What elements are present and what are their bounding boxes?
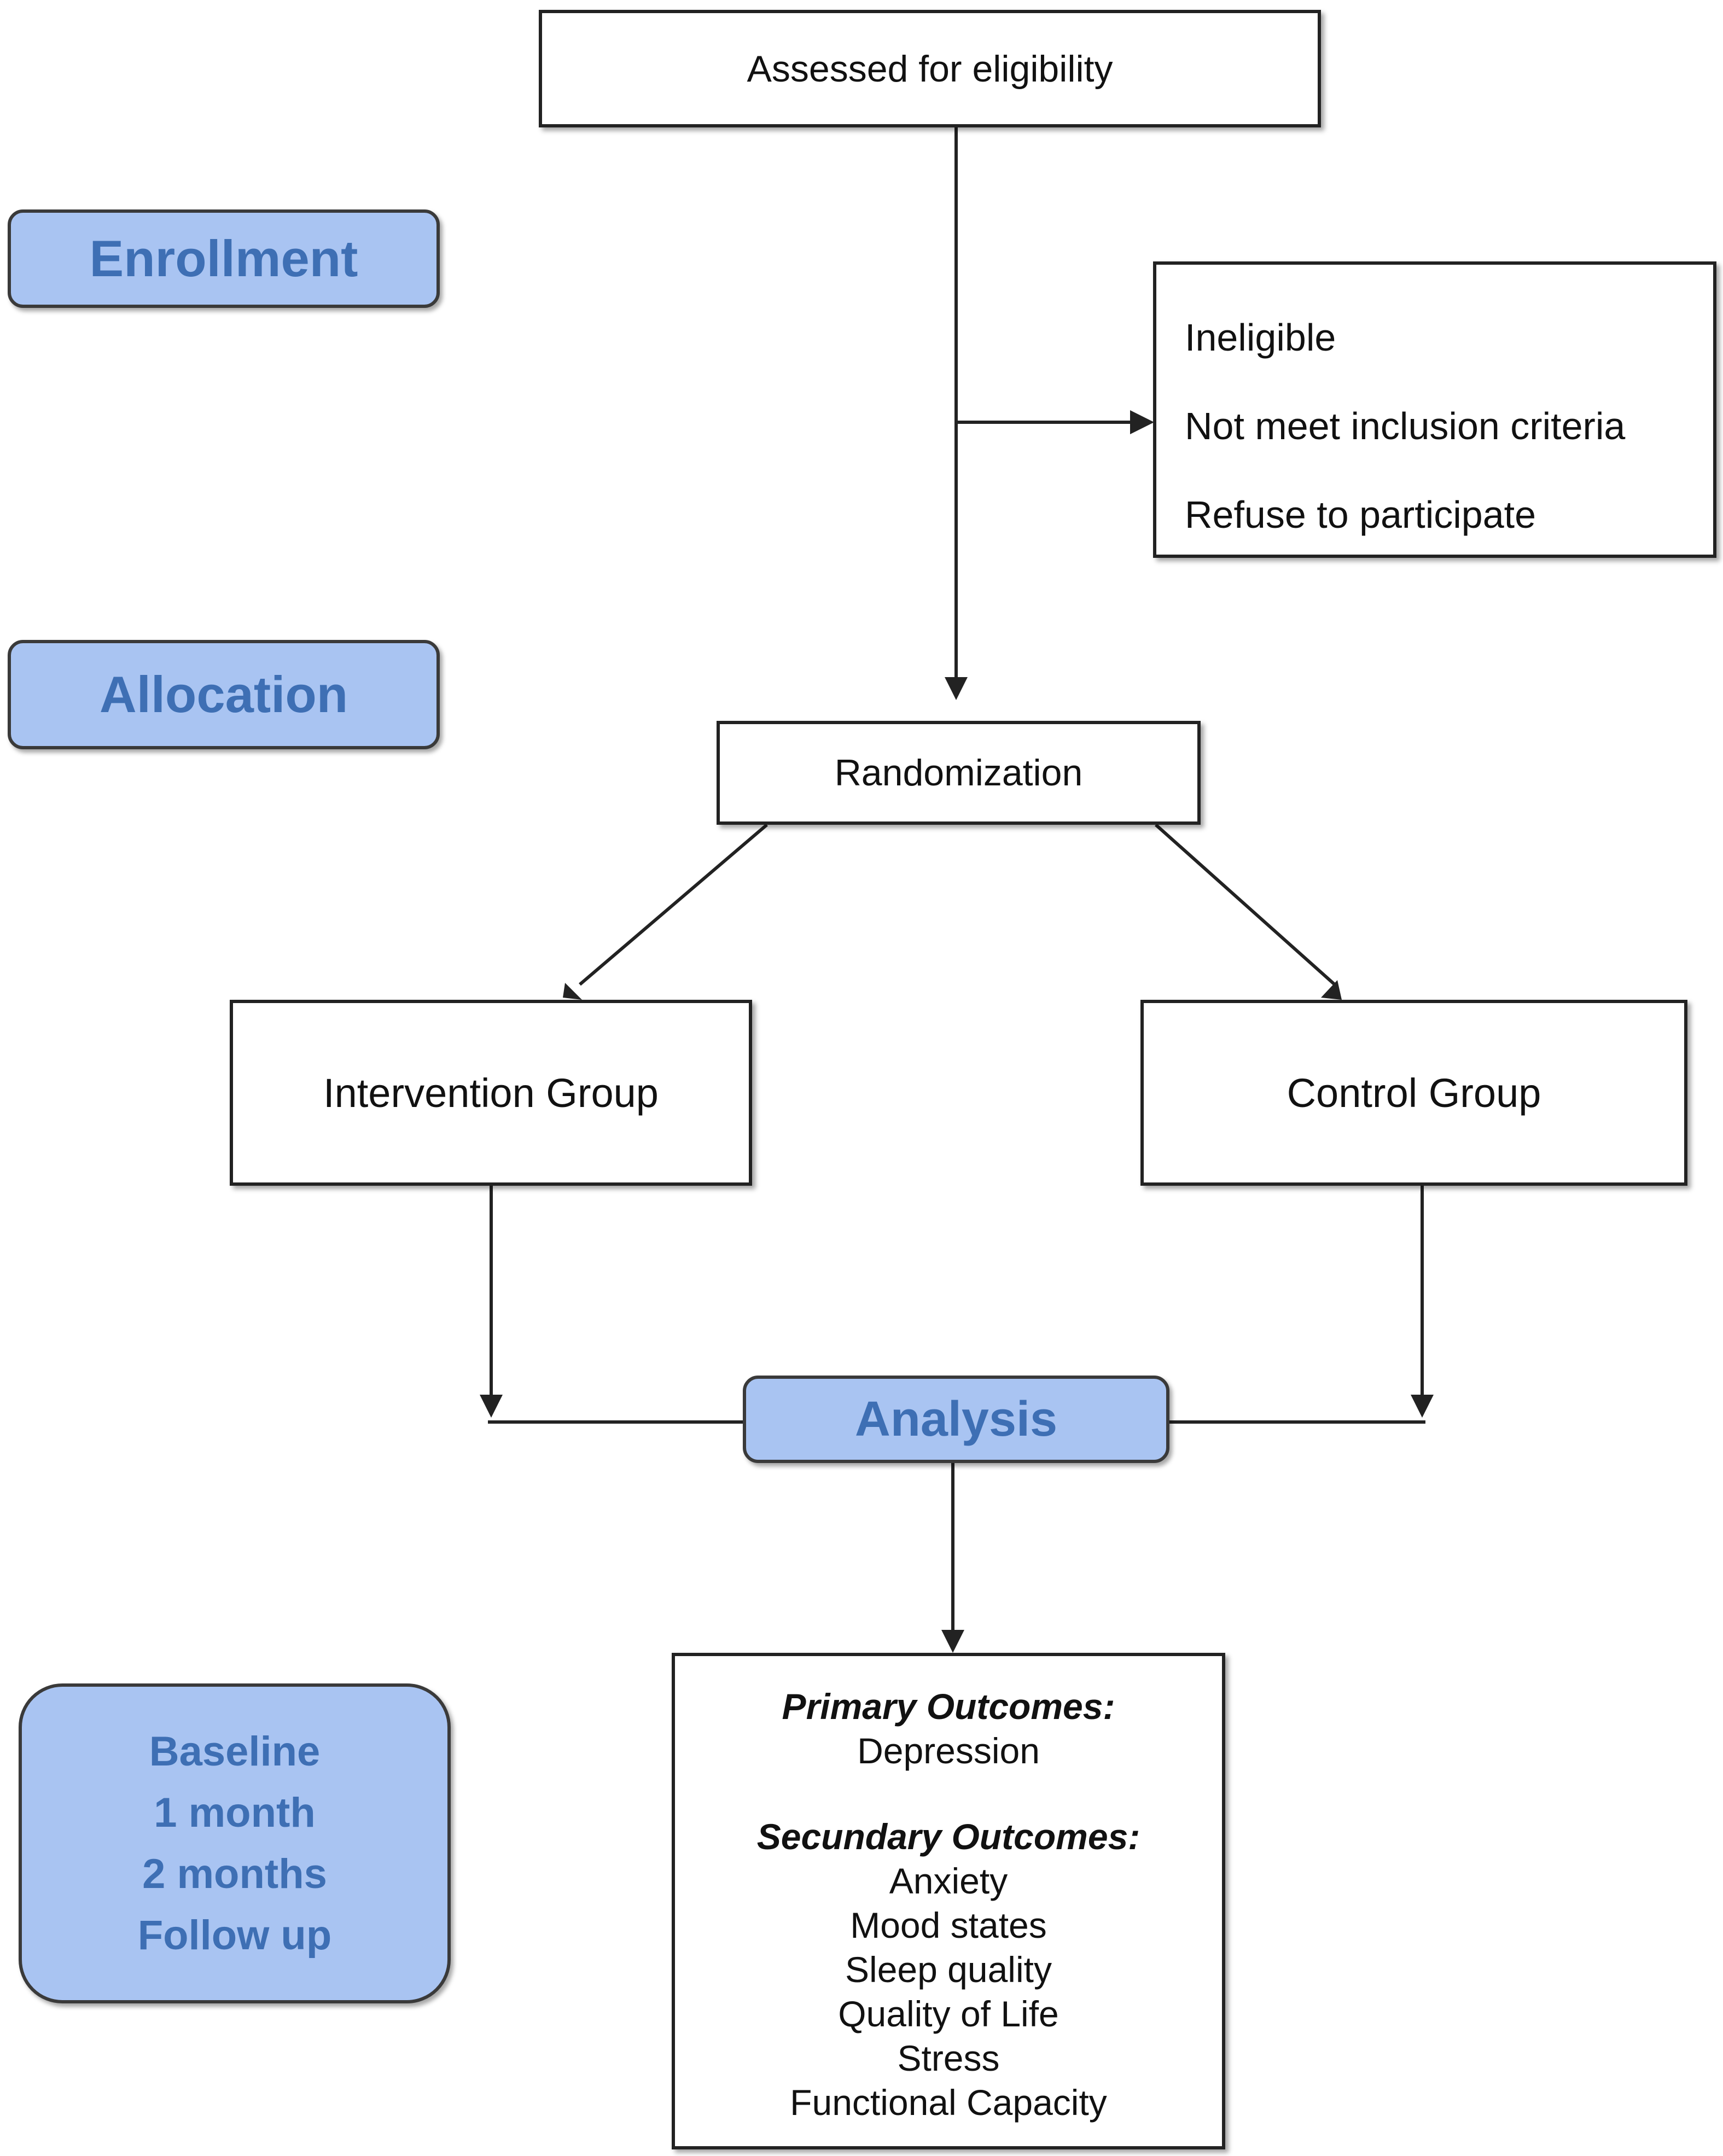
secondary-outcome-item: Stress <box>897 2038 1000 2078</box>
timepoint-2-months: 2 months <box>142 1850 327 1897</box>
excluded-box: Ineligible Not meet inclusion criteria R… <box>1153 261 1716 558</box>
arrowhead <box>1321 980 1342 1000</box>
randomization-box: Randomization <box>717 721 1201 825</box>
phase-analysis: Analysis <box>743 1376 1169 1463</box>
arrowhead <box>1130 410 1154 434</box>
randomization-label: Randomization <box>834 752 1083 794</box>
excluded-not-meet-criteria: Not meet inclusion criteria <box>1185 405 1626 447</box>
arrow-random-to-intervention <box>579 823 768 986</box>
outcomes-box: Primary Outcomes: Depression Secundary O… <box>672 1653 1225 2149</box>
primary-outcomes-header: Primary Outcomes: <box>782 1686 1115 1727</box>
phase-enrollment: Enrollment <box>8 209 440 308</box>
timepoint-follow-up: Follow up <box>137 1912 332 1959</box>
secondary-outcome-item: Anxiety <box>889 1861 1008 1901</box>
arrow-random-to-control <box>1155 823 1336 986</box>
primary-outcome-item: Depression <box>857 1730 1040 1771</box>
assessed-box: Assessed for eligibility <box>539 10 1321 127</box>
excluded-ineligible: Ineligible <box>1185 316 1336 359</box>
arrowhead <box>1411 1395 1434 1418</box>
secondary-outcome-item: Mood states <box>850 1905 1047 1945</box>
phase-timepoints: Baseline 1 month 2 months Follow up <box>19 1683 451 2003</box>
timepoint-1-month: 1 month <box>154 1789 316 1836</box>
secondary-outcome-item: Functional Capacity <box>790 2082 1107 2123</box>
arrowhead <box>945 677 968 700</box>
arrowhead <box>480 1395 503 1418</box>
phase-enrollment-label: Enrollment <box>89 230 358 287</box>
phase-analysis-label: Analysis <box>854 1391 1058 1447</box>
secondary-outcome-item: Sleep quality <box>845 1949 1052 1990</box>
intervention-group-box: Intervention Group <box>230 1000 752 1186</box>
control-group-label: Control Group <box>1287 1070 1541 1116</box>
timepoint-baseline: Baseline <box>149 1728 321 1775</box>
phase-allocation: Allocation <box>8 640 440 749</box>
intervention-group-label: Intervention Group <box>323 1070 659 1116</box>
secondary-outcome-item: Quality of Life <box>838 1994 1059 2034</box>
arrowhead <box>563 983 582 1000</box>
secondary-outcomes-header: Secundary Outcomes: <box>756 1816 1140 1857</box>
phase-allocation-label: Allocation <box>99 666 348 723</box>
assessed-label: Assessed for eligibility <box>747 48 1113 90</box>
control-group-box: Control Group <box>1140 1000 1687 1186</box>
arrowhead <box>941 1630 964 1653</box>
excluded-refuse: Refuse to participate <box>1185 493 1536 536</box>
